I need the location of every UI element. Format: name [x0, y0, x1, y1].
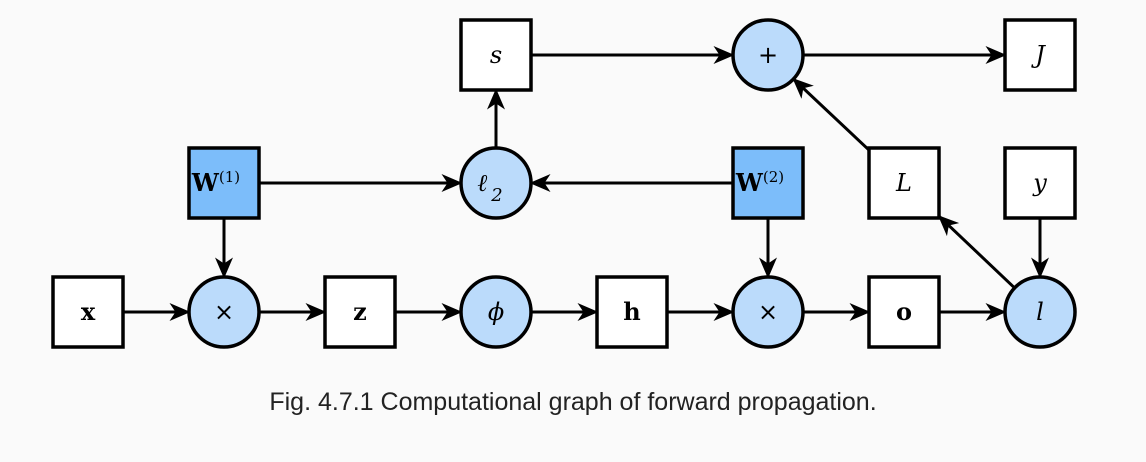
node-label: y	[1032, 169, 1047, 197]
operator-node-shape	[731, 275, 805, 349]
edge-lfun-to-L	[937, 215, 1016, 290]
figure-caption: Fig. 4.7.1 Computational graph of forwar…	[269, 388, 877, 416]
node-label: h	[623, 297, 640, 326]
node-y: y	[1003, 146, 1077, 220]
operator-node-shape	[459, 146, 533, 220]
variable-node-shape	[323, 275, 397, 349]
variable-node-shape	[459, 18, 533, 92]
node-z: z	[323, 275, 397, 349]
variable-node-shape	[867, 275, 941, 349]
node-mul2: ×	[731, 275, 805, 349]
node-label: o	[896, 297, 912, 326]
node-o: o	[867, 275, 941, 349]
node-label: W(2)	[735, 168, 784, 197]
variable-node-shape	[1003, 146, 1077, 220]
node-h: h	[595, 275, 669, 349]
node-label: L	[895, 169, 912, 197]
operator-node-shape	[1003, 275, 1077, 349]
node-label: l	[1036, 298, 1044, 326]
node-label: W(1)	[191, 168, 240, 197]
node-s: s	[459, 18, 533, 92]
operator-node-shape	[459, 275, 533, 349]
node-W2: W(2)	[731, 146, 805, 220]
operator-node-shape	[187, 275, 261, 349]
node-label: +	[758, 41, 778, 69]
edge-L-to-plus	[792, 77, 871, 152]
node-label: ϕ	[488, 298, 504, 326]
node-label: ×	[214, 298, 234, 326]
node-label: ×	[758, 298, 778, 326]
variable-node-shape	[1003, 18, 1077, 92]
node-label: s	[490, 41, 502, 69]
node-W1: W(1)	[187, 146, 261, 220]
node-x: x	[51, 275, 125, 349]
operator-node-shape	[731, 18, 805, 92]
variable-node-shape	[51, 275, 125, 349]
parameter-node-shape	[187, 146, 261, 220]
node-lfun: l	[1003, 275, 1077, 349]
node-mul1: ×	[187, 275, 261, 349]
node-L: L	[867, 146, 941, 220]
variable-node-shape	[595, 275, 669, 349]
variable-node-shape	[867, 146, 941, 220]
node-label: x	[81, 297, 96, 326]
node-J: J	[1003, 18, 1077, 92]
node-label: z	[353, 297, 367, 326]
node-plus: +	[731, 18, 805, 92]
node-phi: ϕ	[459, 275, 533, 349]
parameter-node-shape	[731, 146, 805, 220]
